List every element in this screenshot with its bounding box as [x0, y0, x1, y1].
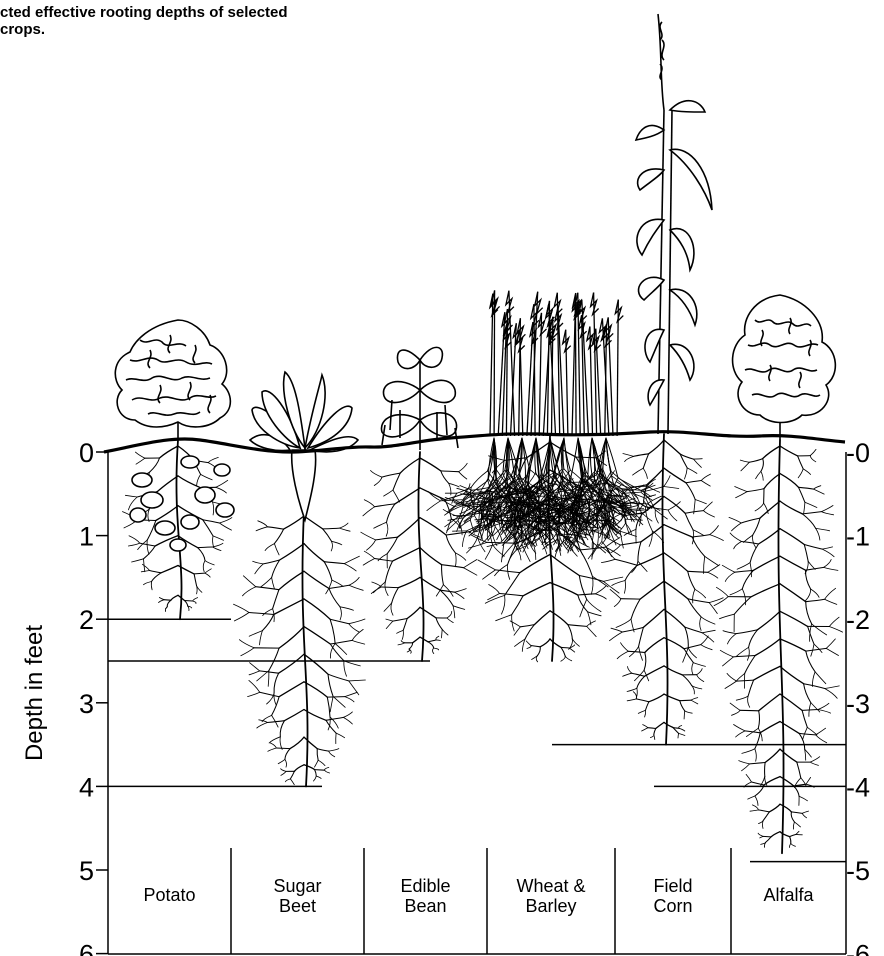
root-system-alfalfa — [714, 440, 843, 853]
field-corn-plant-icon — [636, 14, 712, 434]
right-tick-label: -4 — [846, 772, 870, 802]
edible-bean-plant-icon — [381, 347, 458, 450]
root-system-sugar-beet — [234, 510, 366, 786]
left-depth-axis: 0 1 2 3 4 5 6 — [79, 438, 108, 956]
left-tick-label: 4 — [79, 772, 94, 802]
right-tick-label: -0 — [846, 438, 870, 468]
wheat-head — [535, 292, 543, 314]
wheat-stalk — [594, 293, 597, 437]
crop-label-sugar-beet: Sugar — [273, 876, 321, 896]
crop-label-potato: Potato — [143, 885, 195, 905]
crop-label-sugar-beet: Beet — [279, 896, 316, 916]
depth-markers — [108, 619, 846, 861]
right-tick-label: -2 — [846, 605, 870, 635]
right-tick-label: -6 — [846, 940, 870, 956]
root-system-edible-bean — [361, 452, 483, 661]
crop-label-alfalfa: Alfalfa — [763, 885, 814, 905]
wheat-head — [531, 304, 539, 326]
alfalfa-plant-icon — [733, 295, 836, 440]
crop-label-wheat-barley: Barley — [525, 896, 576, 916]
wheat-barley-plant-icon — [490, 290, 623, 436]
right-tick-label: -3 — [846, 689, 870, 719]
left-tick-label: 6 — [79, 940, 94, 956]
left-tick-label: 1 — [79, 522, 94, 552]
crop-label-field-corn: Field — [653, 876, 692, 896]
root-systems — [123, 434, 843, 853]
crop-label-wheat-barley: Wheat & — [516, 876, 585, 896]
root-system-field-corn — [601, 434, 723, 745]
right-tick-label: -5 — [846, 856, 870, 886]
wheat-head — [539, 313, 547, 335]
left-tick-label: 2 — [79, 605, 94, 635]
right-depth-axis: -0 -1 -2 -3 -4 -5 -6 — [846, 438, 870, 956]
crop-label-edible-bean: Edible — [400, 876, 450, 896]
ground-surface-line — [104, 432, 845, 452]
crop-label-edible-bean: Bean — [404, 896, 446, 916]
potato-plant-icon — [115, 320, 234, 551]
left-tick-label: 0 — [79, 438, 94, 468]
left-tick-label: 3 — [79, 689, 94, 719]
right-tick-label: -1 — [846, 522, 870, 552]
wheat-head — [615, 300, 623, 322]
left-tick-label: 5 — [79, 856, 94, 886]
axis-title: Depth in feet — [21, 625, 48, 761]
wheat-stalk — [498, 312, 505, 436]
sugar-beet-plant-icon — [250, 372, 358, 520]
crop-label-field-corn: Corn — [653, 896, 692, 916]
